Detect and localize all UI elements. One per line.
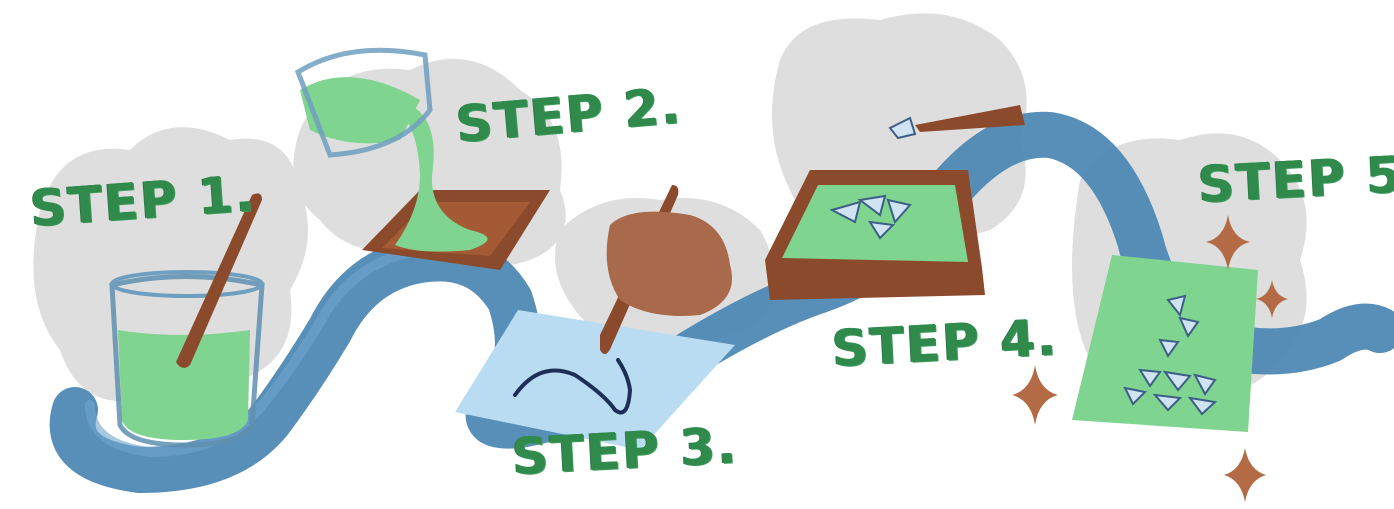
step-3-label: STEP 3. xyxy=(511,416,740,486)
step-5-label: STEP 5. xyxy=(1197,144,1394,214)
sparkle-icon xyxy=(1224,448,1266,502)
sparkle-icon xyxy=(1012,365,1058,425)
step-4-label: STEP 4. xyxy=(831,308,1060,378)
